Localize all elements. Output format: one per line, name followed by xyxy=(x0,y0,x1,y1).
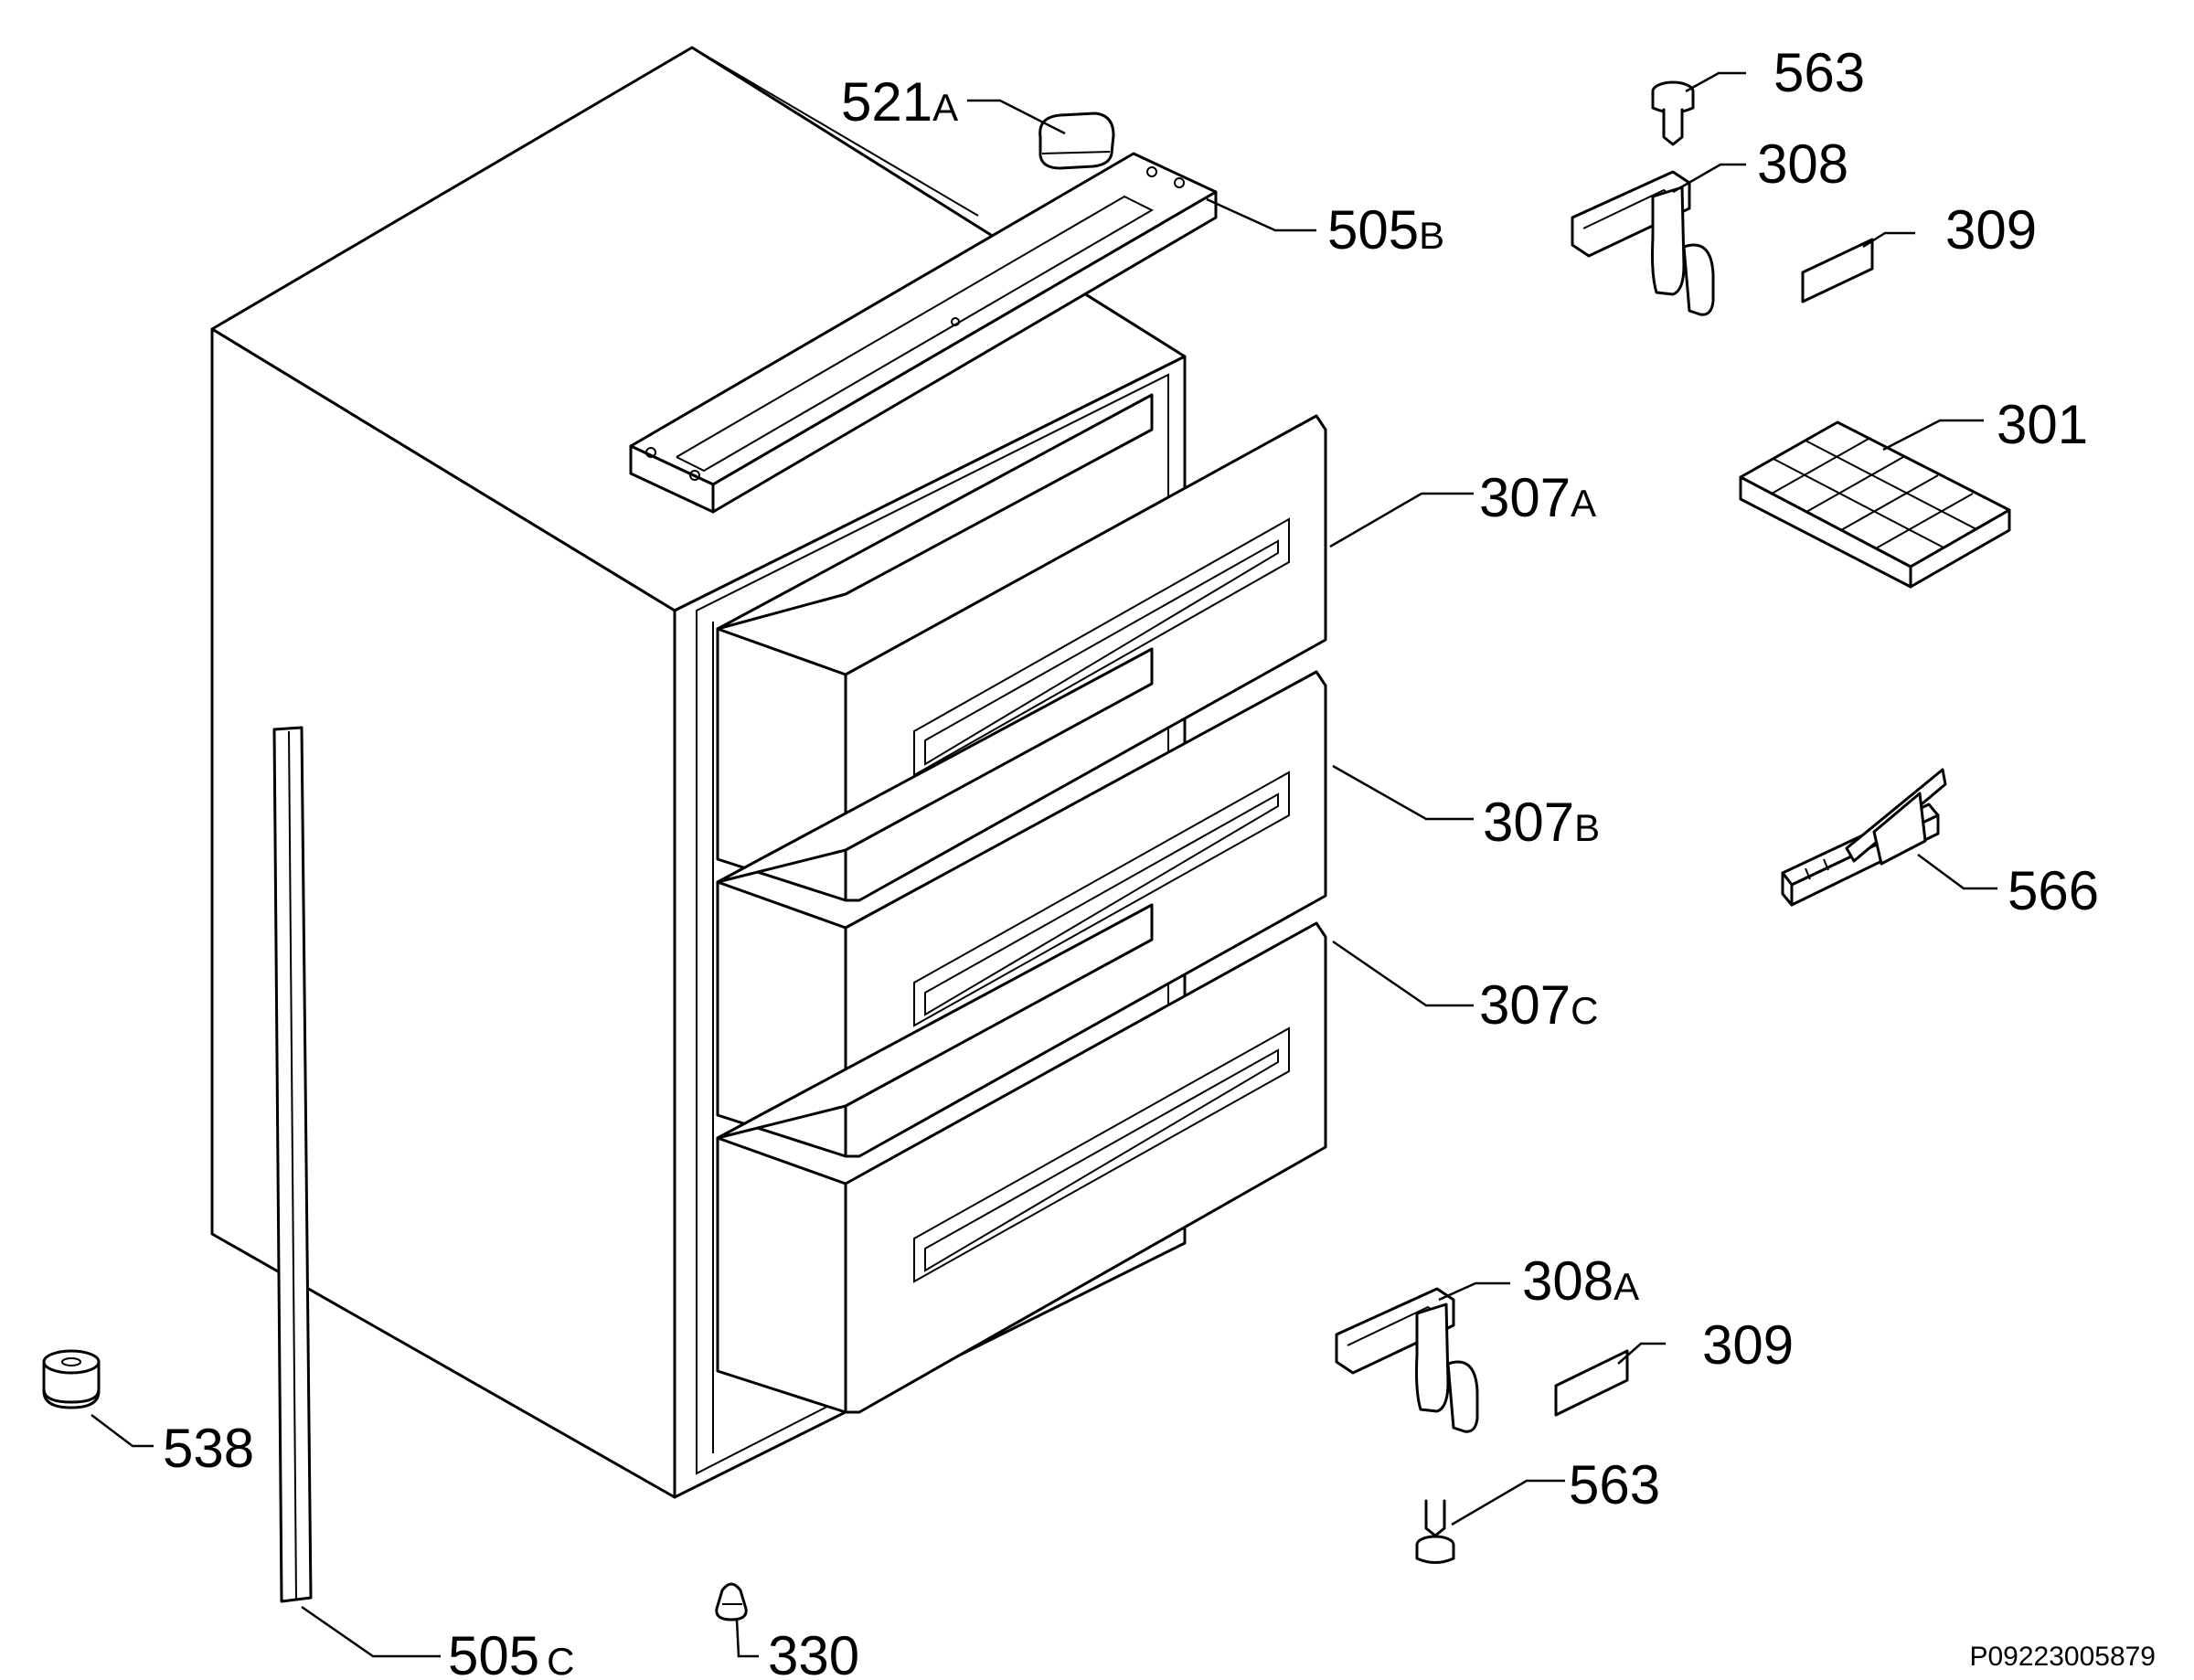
callout-563-bottom: 563 xyxy=(1569,1454,1660,1515)
top-mounting-rail xyxy=(629,152,1218,514)
callout-309-top: 309 xyxy=(1945,199,2037,261)
ice-scraper xyxy=(1781,768,1947,907)
door-seal-strip xyxy=(272,726,313,1603)
callout-308: 308 xyxy=(1757,133,1848,195)
callout-538: 538 xyxy=(163,1418,254,1479)
cover-plug xyxy=(1038,112,1115,170)
drawing-code: P09223005879 xyxy=(1969,1642,2156,1672)
callout-307b: 307B xyxy=(1483,792,1600,853)
callout-308a: 308A xyxy=(1522,1250,1639,1312)
lower-hinge xyxy=(1335,1287,1479,1433)
callout-330: 330 xyxy=(768,1625,859,1680)
callout-307c: 307C xyxy=(1479,974,1598,1036)
ice-cube-tray xyxy=(1739,420,2011,589)
foot-spacer xyxy=(42,1349,101,1409)
upper-hinge xyxy=(1571,170,1715,316)
callout-301: 301 xyxy=(1997,394,2088,455)
leader-lines xyxy=(91,71,1997,1658)
callout-566: 566 xyxy=(2008,860,2099,921)
callout-307a: 307A xyxy=(1479,467,1596,528)
callout-505b: 505B xyxy=(1327,199,1444,261)
clip-fixing xyxy=(715,1582,748,1622)
callout-521a: 521A xyxy=(841,71,958,133)
drawer-307c xyxy=(716,903,1327,1414)
callout-309-bottom: 309 xyxy=(1702,1314,1794,1376)
screw-563-top xyxy=(1651,80,1695,146)
callout-labels: 521A 505B 563 308 309 301 307A 307B 307C… xyxy=(163,42,2099,1680)
hinge-cover-309-bottom xyxy=(1554,1349,1629,1417)
hinge-cover-309-top xyxy=(1801,238,1874,303)
callout-563-top: 563 xyxy=(1773,42,1865,103)
screw-563-bottom xyxy=(1415,1499,1455,1564)
